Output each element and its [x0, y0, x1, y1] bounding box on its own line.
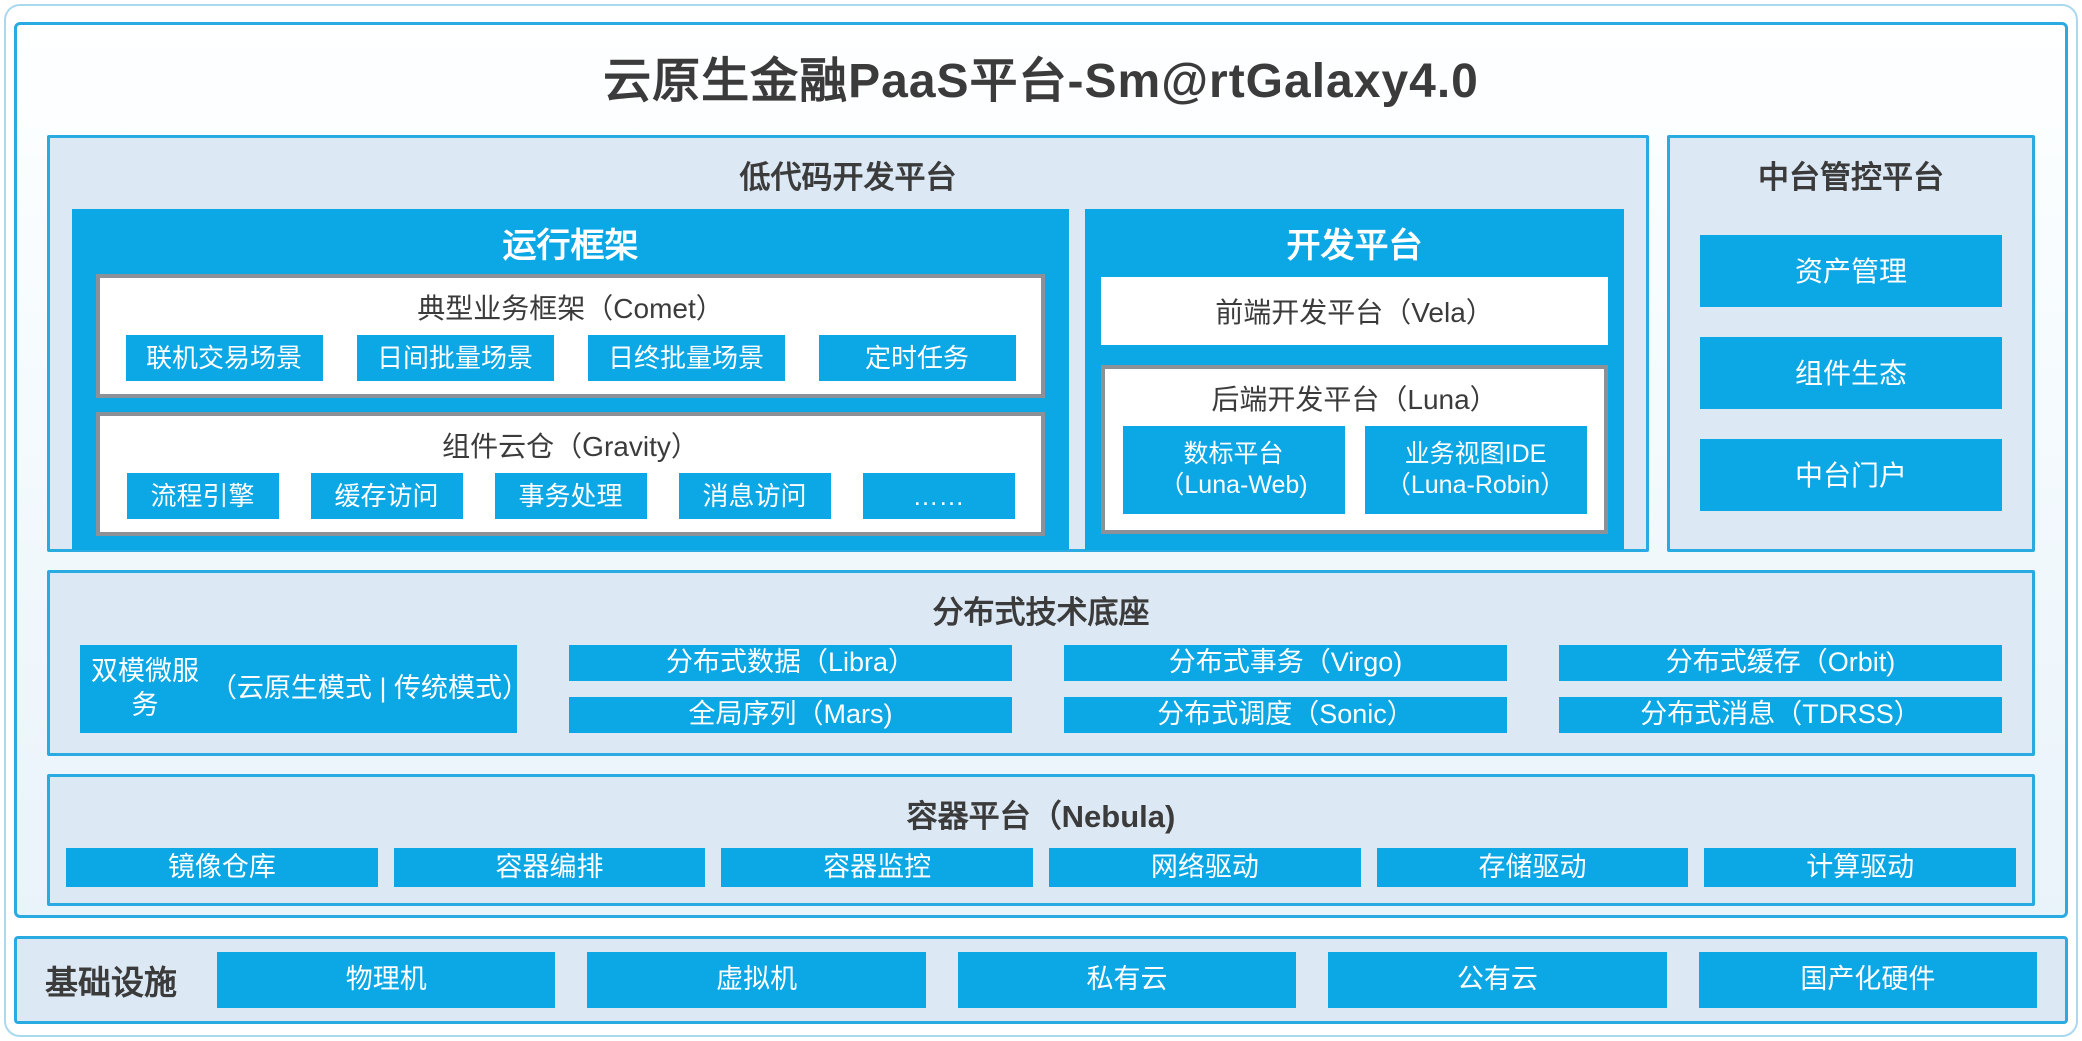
runtime-framework-title: 运行框架: [502, 227, 639, 265]
infrastructure-blocks: 物理机 虚拟机 私有云 公有云 国产化硬件: [217, 952, 2038, 1008]
midplatform-blocks: 资产管理 组件生态 中台门户: [1700, 235, 2002, 511]
block-storage-driver: 存储驱动: [1376, 848, 1689, 887]
main-frame: 云原生金融PaaS平台-Sm@rtGalaxy4.0 低代码开发平台 运行框架 …: [14, 22, 2068, 918]
block-ellipsis-more: ……: [862, 473, 1015, 519]
block-transaction-processing: 事务处理: [494, 473, 647, 519]
runtime-framework-panel: 运行框架 典型业务框架（Comet） 联机交易场景 日间批量场景 日终批量场景 …: [72, 209, 1070, 550]
dev-platform-panel: 开发平台 前端开发平台（Vela） 后端开发平台（Luna） 数标平台 （Lun…: [1085, 209, 1624, 550]
distributed-base-header: 分布式技术底座: [932, 595, 1150, 630]
lowcode-platform-header: 低代码开发平台: [739, 160, 957, 195]
luna-blocks-row: 数标平台 （Luna-Web) 业务视图IDE （Luna-Robin）: [1105, 426, 1604, 514]
midplatform-control-panel: 中台管控平台 资产管理 组件生态 中台门户: [1667, 135, 2035, 552]
distributed-base-panel: 分布式技术底座 双模微服务 （云原生模式 | 传统模式） 分布式数据（Libra…: [47, 570, 2035, 756]
block-scheduled-task: 定时任务: [818, 335, 1016, 381]
distributed-blocks: 双模微服务 （云原生模式 | 传统模式） 分布式数据（Libra） 分布式事务（…: [50, 632, 2032, 753]
block-global-sequence-mars: 全局序列（Mars): [569, 697, 1012, 733]
block-private-cloud: 私有云: [957, 952, 1297, 1008]
block-domestic-hardware: 国产化硬件: [1698, 952, 2038, 1008]
block-data-standard-platform-line1: 数标平台: [1183, 439, 1284, 468]
comet-framework-box: 典型业务框架（Comet） 联机交易场景 日间批量场景 日终批量场景 定时任务: [96, 274, 1046, 398]
block-online-trading-scenario: 联机交易场景: [125, 335, 323, 381]
container-platform-panel: 容器平台（Nebula) 镜像仓库 容器编排 容器监控 网络驱动 存储驱动 计算…: [47, 774, 2035, 906]
block-dual-mode-line2: （云原生模式 | 传统模式）: [209, 673, 529, 704]
container-platform-header: 容器平台（Nebula): [906, 799, 1176, 834]
gravity-blocks-row: 流程引擎 缓存访问 事务处理 消息访问 ……: [100, 473, 1041, 532]
block-midplatform-portal: 中台门户: [1700, 439, 2002, 511]
block-business-view-ide-line2: （Luna-Robin）: [1385, 471, 1566, 499]
luna-backend-title: 后端开发平台（Luna）: [1211, 384, 1498, 415]
block-eod-batch-scenario: 日终批量场景: [587, 335, 785, 381]
block-distributed-messaging-tdrss: 分布式消息（TDRSS）: [1559, 697, 2002, 733]
block-dual-mode-microservice: 双模微服务 （云原生模式 | 传统模式）: [80, 645, 529, 733]
block-data-standard-platform-line2: （Luna-Web): [1159, 471, 1308, 499]
block-distributed-cache-orbit: 分布式缓存（Orbit): [1559, 645, 2002, 681]
block-physical-machine: 物理机: [217, 952, 556, 1008]
block-cache-access: 缓存访问: [310, 473, 463, 519]
comet-framework-title: 典型业务框架（Comet）: [417, 293, 724, 324]
infrastructure-label: 基础设施: [45, 964, 177, 1001]
block-data-standard-platform: 数标平台 （Luna-Web): [1122, 426, 1345, 514]
block-asset-management: 资产管理: [1700, 235, 2002, 307]
block-image-registry: 镜像仓库: [66, 848, 378, 887]
dev-platform-title: 开发平台: [1286, 227, 1423, 265]
gravity-warehouse-box: 组件云仓（Gravity） 流程引擎 缓存访问 事务处理 消息访问 ……: [96, 412, 1046, 536]
block-distributed-transaction-virgo: 分布式事务（Virgo): [1064, 645, 1507, 681]
block-distributed-data-libra: 分布式数据（Libra）: [569, 645, 1012, 681]
block-virtual-machine: 虚拟机: [587, 952, 926, 1008]
block-container-monitoring: 容器监控: [721, 848, 1034, 887]
block-business-view-ide: 业务视图IDE （Luna-Robin）: [1364, 426, 1587, 514]
block-public-cloud: 公有云: [1328, 952, 1667, 1008]
block-network-driver: 网络驱动: [1049, 848, 1361, 887]
lowcode-platform-panel: 低代码开发平台 运行框架 典型业务框架（Comet） 联机交易场景 日间批量场景…: [47, 135, 1649, 552]
block-process-engine: 流程引擎: [126, 473, 279, 519]
block-container-orchestration: 容器编排: [393, 848, 706, 887]
block-business-view-ide-line1: 业务视图IDE: [1404, 439, 1547, 468]
luna-backend-box: 后端开发平台（Luna） 数标平台 （Luna-Web) 业务视图IDE （Lu…: [1101, 365, 1608, 534]
vela-frontend-box: 前端开发平台（Vela）: [1101, 277, 1608, 345]
container-platform-blocks: 镜像仓库 容器编排 容器监控 网络驱动 存储驱动 计算驱动: [50, 836, 2032, 903]
block-component-ecosystem: 组件生态: [1700, 337, 2002, 409]
block-daytime-batch-scenario: 日间批量场景: [356, 335, 554, 381]
block-distributed-scheduling-sonic: 分布式调度（Sonic）: [1064, 697, 1507, 733]
block-dual-mode-line1: 双模微服务: [90, 656, 199, 720]
infrastructure-panel: 基础设施 物理机 虚拟机 私有云 公有云 国产化硬件: [14, 936, 2068, 1024]
comet-blocks-row: 联机交易场景 日间批量场景 日终批量场景 定时任务: [100, 335, 1041, 394]
lowcode-body: 运行框架 典型业务框架（Comet） 联机交易场景 日间批量场景 日终批量场景 …: [50, 197, 1646, 566]
distributed-grid: 分布式数据（Libra） 分布式事务（Virgo) 分布式缓存（Orbit) 全…: [569, 645, 2002, 733]
midplatform-control-header: 中台管控平台: [1758, 160, 1944, 195]
block-compute-driver: 计算驱动: [1704, 848, 2017, 887]
block-message-access: 消息访问: [678, 473, 831, 519]
gravity-warehouse-title: 组件云仓（Gravity）: [442, 431, 699, 462]
top-row: 低代码开发平台 运行框架 典型业务框架（Comet） 联机交易场景 日间批量场景…: [47, 135, 2035, 552]
diagram-title: 云原生金融PaaS平台-Sm@rtGalaxy4.0: [603, 55, 1479, 108]
